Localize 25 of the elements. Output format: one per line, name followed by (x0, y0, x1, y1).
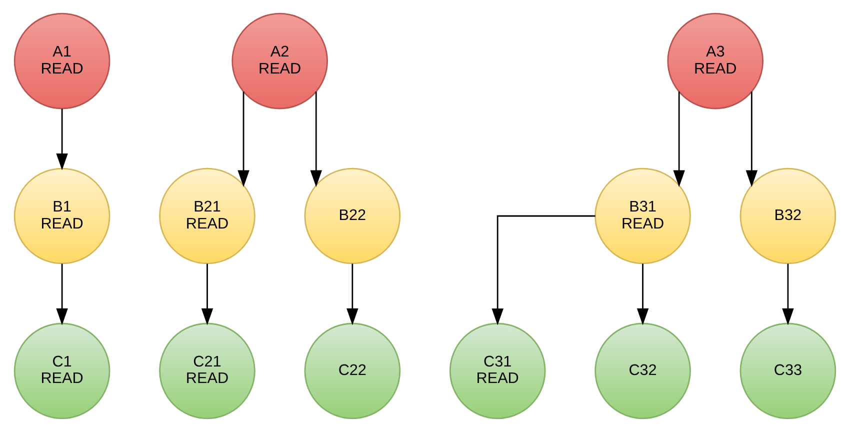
node-circle: A3 READ (667, 12, 764, 110)
node-circle: A1 READ (14, 12, 110, 110)
arrow (346, 264, 358, 326)
node-circle: B32 (740, 168, 836, 264)
arrow (746, 92, 758, 188)
arrow (673, 92, 685, 188)
arrow (238, 92, 250, 188)
node-circle: B31 READ (594, 168, 691, 264)
arrow (782, 264, 794, 326)
node-circle: C33 (740, 322, 836, 420)
arrow (492, 215, 596, 326)
arrow (636, 264, 649, 326)
node-circle: C31 READ (449, 322, 546, 420)
node-circle: B22 (304, 168, 401, 264)
node-circle: C21 READ (159, 322, 256, 420)
node-circle: B21 READ (159, 168, 256, 264)
node-circle: A2 READ (232, 12, 328, 110)
arrow (201, 264, 214, 326)
arrow (56, 264, 68, 326)
arrow (310, 92, 322, 188)
node-circle: C32 (594, 322, 691, 420)
arrow (56, 108, 68, 170)
node-circle: C1 READ (14, 322, 110, 420)
node-circle: C22 (304, 322, 401, 420)
node-circle: B1 READ (14, 168, 110, 264)
